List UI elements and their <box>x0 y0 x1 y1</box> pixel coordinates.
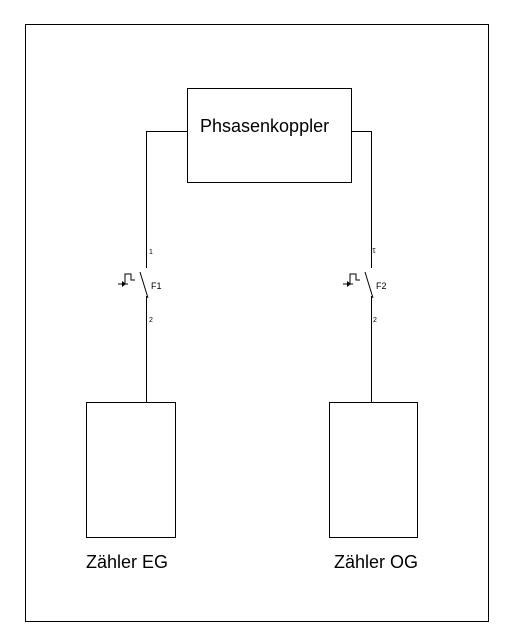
diagram-frame <box>25 24 489 622</box>
meter-og-label: Zähler OG <box>334 552 418 572</box>
breaker-f2-symbol <box>343 271 374 402</box>
meter-og-box <box>329 402 418 538</box>
breaker-f1-terminal-top: 1 <box>149 249 153 256</box>
phase-coupler-box <box>187 88 352 183</box>
breaker-f2-label: F2 <box>376 281 387 291</box>
breaker-f2-terminal-top: 1 <box>372 246 376 253</box>
breaker-f1-symbol <box>118 271 149 402</box>
wire-coupler-f2 <box>351 131 372 268</box>
meter-eg-box <box>86 402 176 538</box>
wire-coupler-f1 <box>146 131 188 268</box>
phase-coupler-label: Phsasenkoppler <box>200 116 329 136</box>
meter-eg-label: Zähler EG <box>86 552 168 572</box>
breaker-f2-terminal-bottom: 2 <box>373 317 377 324</box>
breaker-f1-terminal-bottom: 2 <box>149 317 153 324</box>
breaker-f1-label: F1 <box>151 281 162 291</box>
